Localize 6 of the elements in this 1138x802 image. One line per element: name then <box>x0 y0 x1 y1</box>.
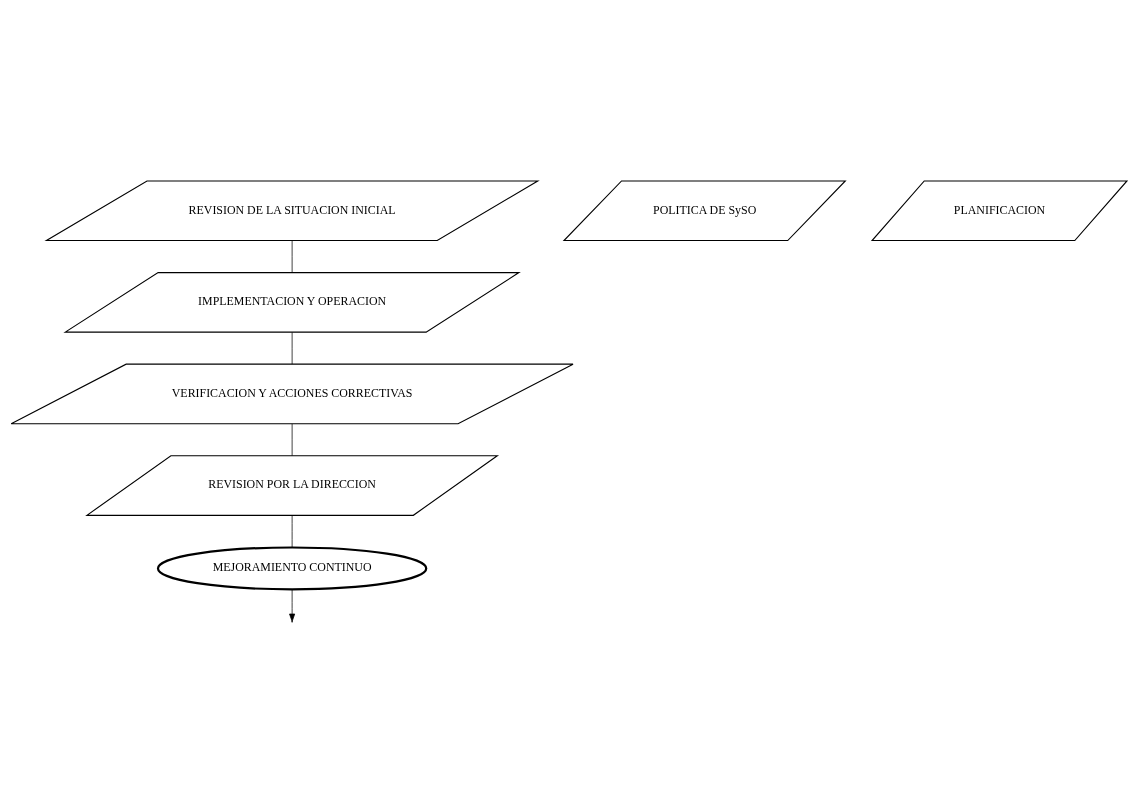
connector <box>291 331 293 364</box>
connector <box>291 239 293 273</box>
node-ellipse: MEJORAMIENTO CONTINUO <box>156 545 428 590</box>
arrow <box>289 588 296 622</box>
connector <box>291 514 293 547</box>
connector <box>291 423 293 456</box>
